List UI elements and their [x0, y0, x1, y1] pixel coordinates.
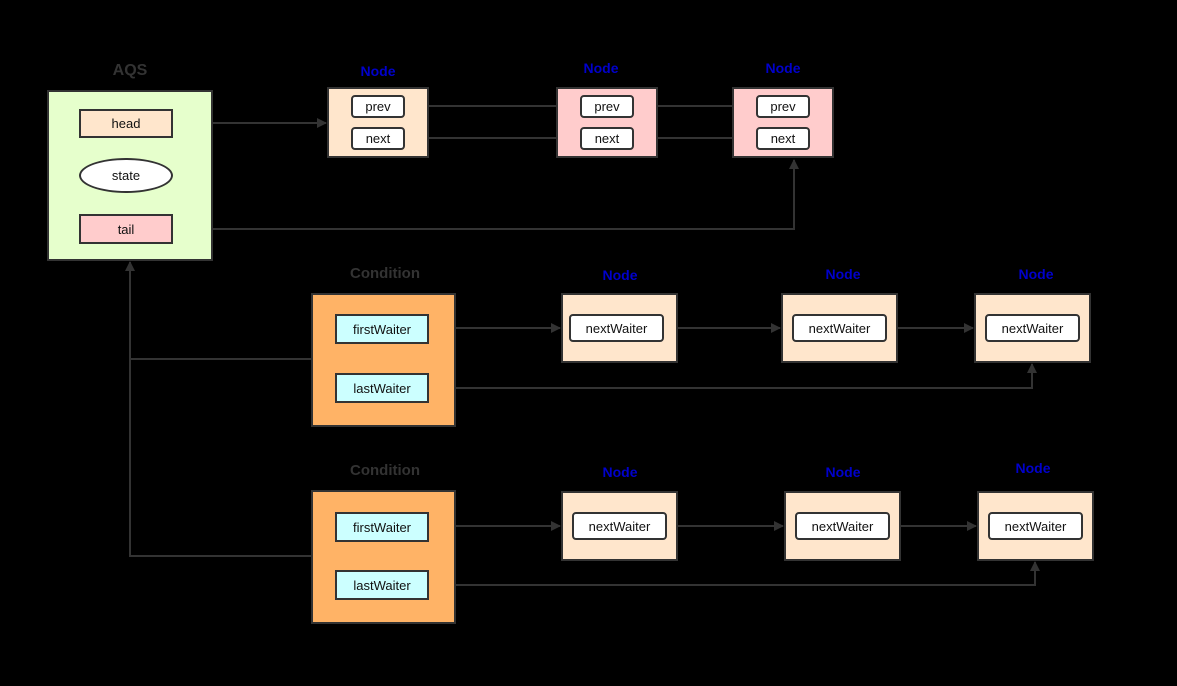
condition-2-node-2-title: Node: [825, 464, 861, 480]
sync-node-3-next: next: [756, 127, 810, 150]
sync-node-1-title: Node: [360, 63, 396, 79]
aqs-head-field: head: [79, 109, 173, 138]
sync-node-1-next: next: [351, 127, 405, 150]
condition-1-node-2-title: Node: [825, 266, 861, 282]
conditions-to-aqs-arrow: [130, 262, 311, 557]
condition-2-box: [311, 490, 456, 624]
condition-2-node-1-title: Node: [602, 464, 638, 480]
sync-node-1-prev: prev: [351, 95, 405, 118]
condition-1-node-2-next-waiter: nextWaiter: [792, 314, 887, 342]
condition-2-title: Condition: [350, 462, 420, 479]
sync-node-2-next: next: [580, 127, 634, 150]
aqs-tail-field: tail: [79, 214, 173, 244]
condition-1-first-waiter: firstWaiter: [335, 314, 429, 344]
condition-1-title: Condition: [350, 265, 420, 282]
condition-2-last-waiter: lastWaiter: [335, 570, 429, 600]
c1-last-arrow: [428, 363, 1037, 389]
condition-1-last-waiter: lastWaiter: [335, 373, 429, 403]
sync-node-3-title: Node: [765, 60, 801, 76]
condition-2-node-2-next-waiter: nextWaiter: [795, 512, 890, 540]
sync-node-3-prev: prev: [756, 95, 810, 118]
condition-1-node-3-next-waiter: nextWaiter: [985, 314, 1080, 342]
sync-node-2-title: Node: [583, 60, 619, 76]
condition-2-node-3-next-waiter: nextWaiter: [988, 512, 1083, 540]
c2-last-arrow: [428, 561, 1040, 586]
condition-1-node-3-title: Node: [1018, 266, 1054, 282]
condition-2-node-3-title: Node: [1015, 460, 1051, 476]
tail-to-node-arrow: [172, 159, 799, 230]
aqs-state-field: state: [79, 158, 173, 193]
condition-2-first-waiter: firstWaiter: [335, 512, 429, 542]
sync-node-2-prev: prev: [580, 95, 634, 118]
aqs-title: AQS: [112, 62, 148, 79]
condition-2-node-1-next-waiter: nextWaiter: [572, 512, 667, 540]
condition-1-node-1-title: Node: [602, 267, 638, 283]
condition-1-node-1-next-waiter: nextWaiter: [569, 314, 664, 342]
